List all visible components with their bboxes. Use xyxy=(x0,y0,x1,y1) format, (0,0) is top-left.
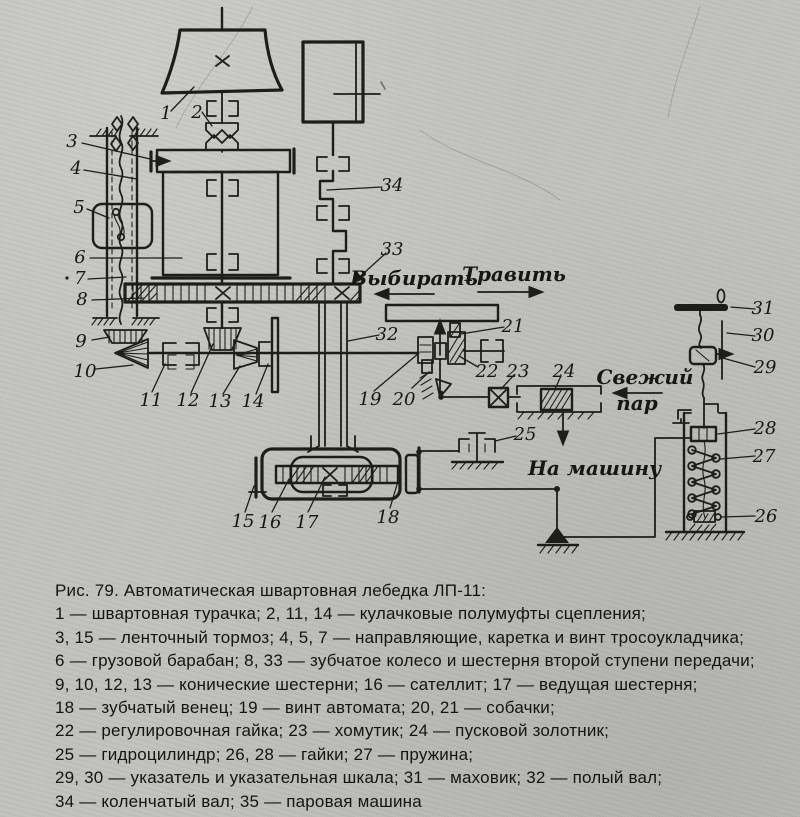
part-label-25: 25 xyxy=(513,424,537,445)
cargo-drum xyxy=(150,170,292,286)
carriage-bar xyxy=(149,147,296,175)
part-label-16: 16 xyxy=(259,512,282,533)
part-label-24: 24 xyxy=(552,361,576,382)
caption-title: Рис. 79. Автоматическая швартовная лебед… xyxy=(55,581,487,600)
warping-head xyxy=(160,6,284,95)
caption-line: 9, 10, 12, 13 — конические шестерни; 16 … xyxy=(55,674,698,694)
caption-line: 25 — гидроцилиндр; 26, 28 — гайки; 27 — … xyxy=(55,744,474,764)
valve-linkage xyxy=(438,386,521,409)
part-label-7: 7 xyxy=(74,268,86,289)
handwheel xyxy=(674,288,728,316)
part-label-4: 4 xyxy=(69,158,81,179)
fixed-support-top xyxy=(89,128,159,137)
rope-layer-unit xyxy=(89,115,160,326)
part-label-18: 18 xyxy=(377,507,400,528)
fresh-steam-label-2: пар xyxy=(616,391,658,415)
part-label-17: 17 xyxy=(296,512,319,533)
bevel-gear-train xyxy=(103,300,420,394)
part-label-32: 32 xyxy=(376,324,399,345)
jaw-clutch-2 xyxy=(205,92,239,153)
part-label-22: 22 xyxy=(475,361,499,382)
hollow-shaft xyxy=(307,301,359,453)
part-label-28: 28 xyxy=(753,418,777,439)
second-stage-gear xyxy=(123,282,362,304)
part-label-5: 5 xyxy=(73,197,84,218)
part-label-9: 9 xyxy=(75,331,86,352)
part-label-3: 3 xyxy=(66,131,77,152)
reaction-lever xyxy=(420,437,692,554)
part-label-10: 10 xyxy=(74,361,97,382)
spring-balance-unit xyxy=(664,288,746,541)
leader-lines xyxy=(81,86,756,518)
part-label-13: 13 xyxy=(209,391,232,412)
caption-line: 3, 15 — ленточный тормоз; 4, 5, 7 — напр… xyxy=(55,627,745,647)
part-labels: 1 2 3 4 5 6 7 8 9 10 11 12 13 14 15 16 1… xyxy=(65,102,777,533)
caption-line: 1 — швартовная турачка; 2, 11, 14 — кула… xyxy=(55,604,646,624)
part-label-29: 29 xyxy=(753,357,777,378)
flow-words: Выбирать Травить Свежий пар На машину xyxy=(349,262,693,480)
haul-in-label: Выбирать xyxy=(349,266,478,290)
part-label-11: 11 xyxy=(140,390,163,411)
winch-schematic-diagram: 1 2 3 4 5 6 7 8 9 10 11 12 13 14 15 16 1… xyxy=(65,5,777,554)
part-label-14: 14 xyxy=(242,391,265,412)
automaton-screw-unit xyxy=(384,303,505,400)
part-label-1: 1 xyxy=(160,103,171,124)
part-label-31: 31 xyxy=(752,298,775,319)
part-label-6: 6 xyxy=(74,247,85,268)
caption-line: 34 — коленчатый вал; 35 — паровая машина xyxy=(55,791,422,811)
part-label-27: 27 xyxy=(752,446,776,467)
clamp-23 xyxy=(487,386,510,409)
fixed-support-bottom xyxy=(91,317,160,326)
pointer-scale xyxy=(688,320,735,380)
direction-arrows xyxy=(373,285,545,301)
crankshaft xyxy=(316,120,350,286)
hydro-cylinder xyxy=(420,432,505,470)
nut-26 xyxy=(686,510,722,523)
part-label-23: 23 xyxy=(506,361,530,382)
caption-line: 18 — зубчатый венец; 19 — винт автомата;… xyxy=(55,698,555,718)
part-label-33: 33 xyxy=(381,239,404,260)
part-label-8: 8 xyxy=(76,289,87,310)
steam-engine xyxy=(301,40,386,124)
caption-line: 29, 30 — указатель и указательная шкала;… xyxy=(55,768,663,788)
output-coupling xyxy=(404,446,422,495)
spring-27 xyxy=(687,440,721,519)
carriage-5 xyxy=(91,202,154,250)
part-label-2: 2 xyxy=(190,102,202,123)
pay-out-label: Травить xyxy=(462,262,566,286)
caption-line: 6 — грузовой барабан; 8, 33 — зубчатое к… xyxy=(55,651,755,671)
nut-28 xyxy=(689,425,718,443)
fresh-steam-label-1: Свежий xyxy=(597,365,694,389)
indicator-scale-bar xyxy=(384,303,500,323)
part-label-15: 15 xyxy=(232,511,255,532)
paper-scratches xyxy=(175,5,701,201)
part-label-34: 34 xyxy=(381,175,404,196)
part-label-26: 26 xyxy=(754,506,778,527)
part-label-30: 30 xyxy=(752,325,775,346)
part-label-19: 19 xyxy=(359,389,382,410)
part-label-12: 12 xyxy=(177,390,200,411)
start-valve xyxy=(516,385,663,447)
planetary-gear-unit xyxy=(248,435,422,501)
figure-caption: Рис. 79. Автоматическая швартовная лебед… xyxy=(55,579,777,813)
to-machine-label: На машину xyxy=(527,456,662,480)
caption-line: 22 — регулировочная гайка; 23 — хомутик;… xyxy=(55,721,610,741)
part-label-21: 21 xyxy=(501,316,525,337)
part-label-20: 20 xyxy=(392,389,416,410)
